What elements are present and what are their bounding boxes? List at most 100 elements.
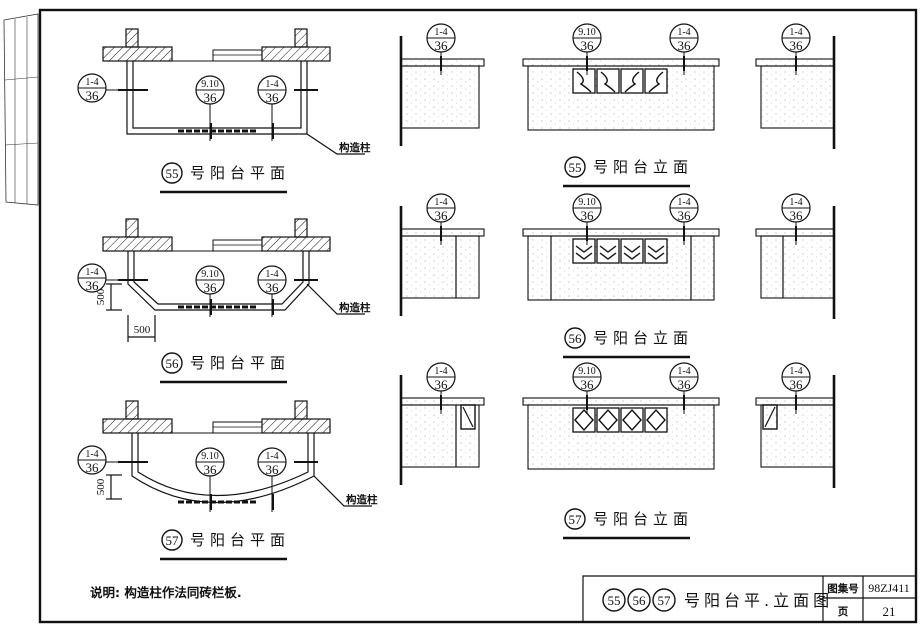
circled-number (161, 529, 183, 551)
openwork-cell (572, 238, 596, 264)
balcony-rail-outer (131, 433, 315, 503)
elevation-title: 57 号阳台立面 (563, 508, 693, 540)
pilaster-hatch (125, 28, 139, 48)
openwork-motif (576, 71, 592, 93)
detail-callout-rail: 1-436 (669, 362, 699, 414)
balcony-rail-outer (126, 61, 308, 135)
leader-line (306, 283, 365, 315)
callout-top: 1-4 (265, 269, 278, 280)
callout-bottom: 36 (581, 208, 595, 223)
callout-top: 1-4 (85, 77, 98, 88)
coping-cap (400, 397, 485, 406)
side-signature-stamp (3, 13, 39, 206)
drawing-title: 号阳台立面 (593, 510, 693, 528)
pilaster-hatch (125, 400, 139, 420)
openwork-motif (574, 408, 594, 432)
detail-callout-rail: 1-436 (426, 362, 456, 414)
callout-bottom: 36 (678, 38, 692, 53)
column-label: 构造柱 (346, 493, 378, 506)
drawing-number: 55 (166, 166, 179, 181)
openwork-motif (646, 408, 666, 432)
title-number: 57 (658, 593, 672, 608)
callout-bottom: 36 (790, 208, 804, 223)
callout-top: 1-4 (789, 366, 802, 377)
wall-hatch (261, 46, 331, 62)
callout-top: 1-4 (677, 366, 690, 377)
callout-top: 9.10 (578, 197, 596, 208)
dimension-vertical: 500 (95, 478, 107, 495)
openwork-motif (600, 71, 616, 93)
openwork-motif (598, 408, 618, 432)
openwork-cell (596, 68, 620, 94)
openwork-cell (596, 238, 620, 264)
window-opening (212, 421, 263, 434)
circled-number (564, 327, 586, 349)
callout-bottom: 36 (86, 88, 100, 103)
callout-bottom: 36 (678, 377, 692, 392)
parapet-body (760, 404, 835, 468)
callout-top: 1-4 (434, 197, 447, 208)
balcony-rail-inner (137, 433, 309, 497)
callout-bottom: 36 (581, 38, 595, 53)
callout-top: 1-4 (434, 366, 447, 377)
window-opening (212, 239, 263, 252)
openwork-motif (624, 71, 640, 93)
callout-top: 1-4 (265, 451, 278, 462)
openwork-motif (623, 245, 641, 260)
callout-top: 9.10 (578, 366, 596, 377)
elevation-drawing-57: 57 号阳台立面 (399, 375, 836, 540)
openwork-cell (620, 407, 644, 433)
column-label: 构造柱 (339, 141, 371, 154)
page-label: 页 (838, 606, 849, 618)
drawing-title: 号阳台立面 (593, 329, 693, 347)
openwork-motif (575, 245, 593, 260)
parapet-body (400, 65, 480, 129)
wall-hatch (102, 46, 173, 62)
callout-top: 1-4 (789, 197, 802, 208)
drawing-number: 57 (569, 512, 583, 527)
detail-callout-rail: 1-436 (77, 445, 148, 475)
wall-hatch (261, 236, 331, 252)
sheet-border (38, 8, 918, 624)
openwork-cell (596, 407, 620, 433)
callout-top: 1-4 (677, 197, 690, 208)
callout-bottom: 36 (86, 278, 100, 293)
circled-number (564, 156, 586, 178)
detail-callout-rail: 1-436 (257, 265, 287, 317)
callout-bottom: 36 (86, 460, 100, 475)
detail-callout-rail: 1-436 (257, 75, 287, 141)
detail-callout-rail: 1-436 (781, 193, 811, 245)
detail-callout-rail: 1-436 (426, 193, 456, 245)
title-number: 56 (633, 593, 647, 608)
callout-top: 9.10 (201, 269, 219, 280)
callout-bottom: 36 (790, 377, 804, 392)
callout-top: 1-4 (677, 27, 690, 38)
callout-top: 1-4 (265, 79, 278, 90)
drawing-title: 号阳台立面 (593, 158, 693, 176)
callout-top: 1-4 (789, 27, 802, 38)
callout-top: 9.10 (578, 27, 596, 38)
detail-callout-rail: 1-436 (669, 193, 699, 245)
title-circled-number: 56 (627, 588, 651, 612)
callout-bottom: 36 (435, 377, 449, 392)
dimension-horizontal: 500 (134, 324, 151, 336)
openwork-cell (572, 68, 596, 94)
openwork-cell (644, 68, 668, 94)
leader-line (313, 475, 372, 507)
atlas-number: 98ZJ411 (868, 581, 910, 595)
openwork-motif (647, 245, 665, 260)
detail-callout-rail: 1-436 (781, 23, 811, 75)
title-number: 55 (608, 593, 621, 608)
callout-top: 1-4 (434, 27, 447, 38)
